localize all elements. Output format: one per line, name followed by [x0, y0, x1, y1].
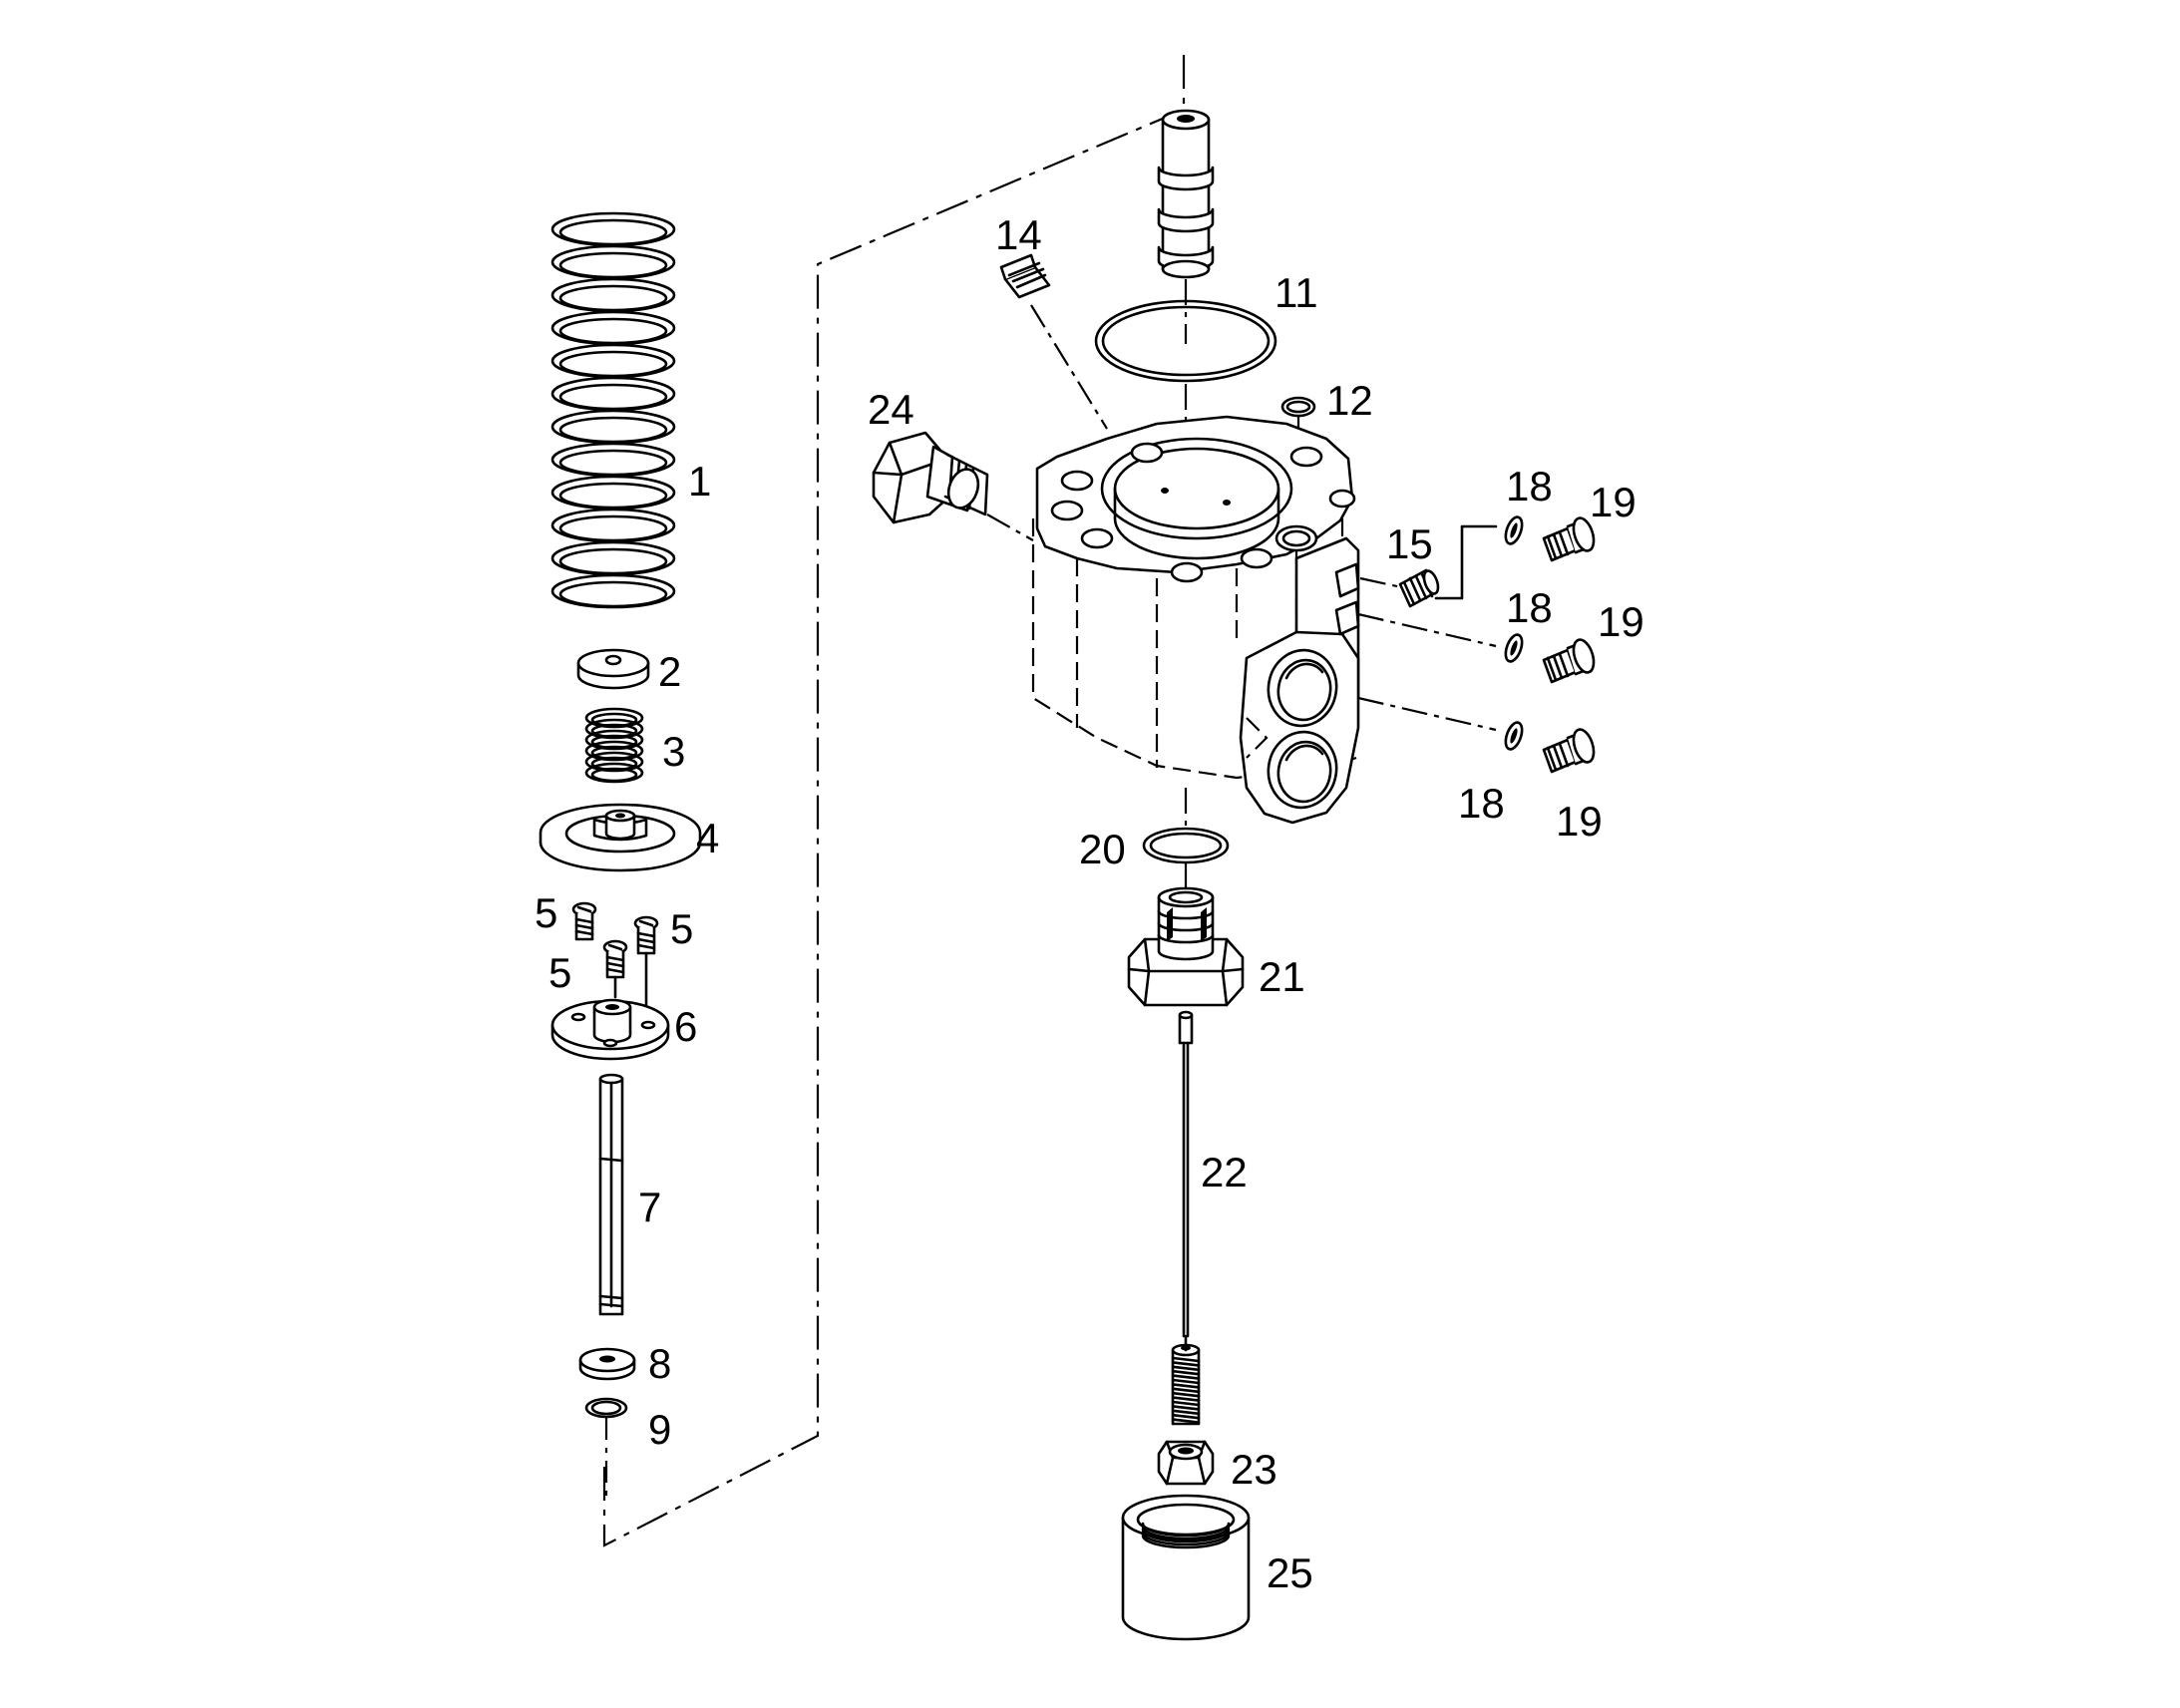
part-18-seal-ring-c: [1504, 721, 1524, 751]
part-9-snap-ring: [584, 1397, 628, 1419]
part-22-needle-rod: [1171, 1010, 1201, 1426]
label-part-1: 1: [688, 458, 711, 505]
part-24-lead-line: [986, 513, 1034, 541]
part-8-washer: [578, 1347, 636, 1381]
part-11-large-o-ring: [1094, 299, 1277, 383]
label-part-8: 8: [648, 1340, 671, 1387]
label-part-19-b: 19: [1598, 598, 1644, 645]
label-part-12: 12: [1326, 377, 1373, 424]
part-1-main-spring: [550, 211, 676, 609]
part-5-screw-b: [633, 915, 659, 955]
label-part-21: 21: [1259, 953, 1305, 1000]
part-4-dome-plate: [539, 803, 702, 872]
label-part-25: 25: [1267, 1549, 1313, 1596]
part-23-hex-nut: [1157, 1440, 1215, 1486]
label-part-3: 3: [662, 728, 685, 775]
part-25-threaded-sleeve: [1121, 1494, 1251, 1641]
part-21-nozzle-fitting: [1127, 886, 1245, 1007]
label-part-5-b: 5: [670, 905, 693, 952]
part-24-hex-plug: [872, 431, 989, 524]
label-part-19-a: 19: [1590, 479, 1636, 525]
part-18-seal-ring-a: [1504, 515, 1524, 545]
label-part-14: 14: [995, 211, 1042, 258]
label-part-18-c: 18: [1458, 780, 1505, 827]
part-19-plug-c: [1542, 728, 1596, 774]
part-valve-spool: [1157, 109, 1215, 279]
label-part-9: 9: [648, 1406, 671, 1453]
valve-body-housing: [1031, 415, 1360, 825]
label-part-20: 20: [1079, 826, 1126, 872]
label-part-24: 24: [868, 386, 914, 433]
label-part-2: 2: [658, 648, 681, 695]
part-15-threaded-insert: [1398, 568, 1440, 608]
assembly-frame-line: [602, 55, 1186, 1547]
label-part-7: 7: [638, 1184, 661, 1230]
label-part-6: 6: [674, 1003, 697, 1050]
part-18a-lead-line: [1434, 524, 1498, 600]
label-part-19-c: 19: [1556, 798, 1603, 845]
label-part-15: 15: [1386, 520, 1433, 567]
part-14-lead-line: [1030, 304, 1108, 430]
label-part-5-a: 5: [535, 889, 557, 936]
part-5-screw-c: [602, 939, 628, 979]
part-19-plug-a: [1542, 516, 1596, 562]
part-18b-lead-line: [1357, 612, 1497, 648]
part-2-spring-cap: [576, 648, 650, 690]
part-18c-lead-line: [1357, 696, 1497, 732]
part-6-flange-plate: [550, 998, 670, 1061]
label-part-11: 11: [1274, 269, 1318, 316]
part-15-lead-line: [1359, 576, 1407, 590]
label-part-18-b: 18: [1506, 584, 1553, 631]
part-7-long-pin: [598, 1073, 624, 1316]
part-19-plug-b: [1542, 638, 1596, 684]
label-part-5-c: 5: [548, 949, 571, 996]
part-12-small-o-ring: [1280, 396, 1316, 418]
part-3-small-spring: [584, 707, 644, 784]
part-18-seal-ring-b: [1504, 633, 1524, 663]
label-part-4: 4: [696, 815, 719, 861]
part-5-screw-a: [571, 901, 597, 941]
part-20-o-ring: [1142, 827, 1230, 864]
label-part-22: 22: [1201, 1149, 1248, 1196]
part-14-set-screw: [999, 253, 1051, 299]
label-part-23: 23: [1231, 1446, 1277, 1493]
label-part-18-a: 18: [1506, 463, 1553, 510]
